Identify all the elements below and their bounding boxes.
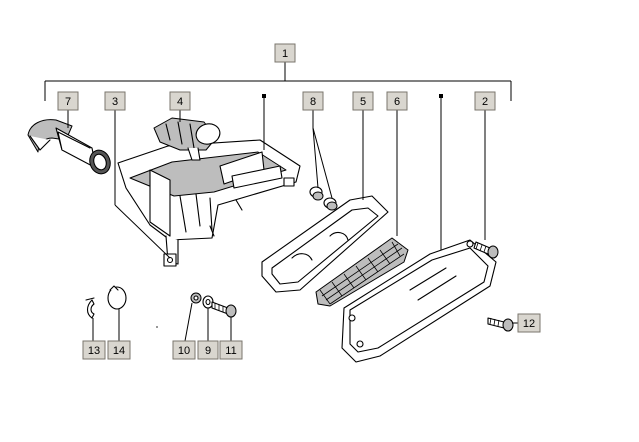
- callout-13[interactable]: 13: [82, 340, 106, 360]
- washer-icon: [202, 295, 214, 341]
- grommet-pair-icon: [309, 110, 338, 211]
- callout-6[interactable]: 6: [386, 91, 408, 111]
- nut-icon: [184, 292, 202, 342]
- callout-7-label: 7: [65, 96, 71, 108]
- callout-14[interactable]: 14: [107, 340, 131, 360]
- callout-6-label: 6: [394, 96, 400, 108]
- filter-cover-icon: [341, 239, 497, 363]
- cover-marker: [439, 94, 443, 256]
- callout-14-label: 14: [113, 345, 125, 357]
- gasket-icon: [261, 110, 389, 293]
- hose-clamp-icon: [107, 285, 127, 341]
- callout-7[interactable]: 7: [57, 91, 79, 111]
- callout-9-label: 9: [205, 345, 211, 357]
- callout-11[interactable]: 11: [219, 340, 243, 360]
- callout-3[interactable]: 3: [104, 91, 126, 111]
- rubber-connector-icon: [153, 110, 221, 161]
- callout-9[interactable]: 9: [197, 340, 219, 360]
- callout-1[interactable]: 1: [274, 43, 296, 63]
- callout-4-label: 4: [177, 96, 183, 108]
- filter-element-icon: [315, 110, 409, 307]
- clip-icon: [85, 297, 95, 341]
- callout-12[interactable]: 12: [517, 313, 541, 333]
- callout-2-label: 2: [482, 96, 488, 108]
- callout-1-label: 1: [282, 48, 288, 60]
- callout-11-label: 11: [225, 345, 236, 357]
- callout-12-label: 12: [523, 318, 535, 330]
- callout-5[interactable]: 5: [352, 91, 374, 111]
- bolt-icon: [211, 301, 237, 341]
- callout-4[interactable]: 4: [169, 91, 191, 111]
- assembly-bracket: [44, 62, 512, 101]
- callout-13-label: 13: [88, 345, 100, 357]
- air-box-housing-icon: [114, 110, 301, 267]
- callout-2[interactable]: 2: [474, 91, 496, 111]
- callout-5-label: 5: [360, 96, 366, 108]
- intake-duct-icon: [27, 110, 111, 175]
- callout-3-label: 3: [112, 96, 118, 108]
- stray-dot: [156, 326, 158, 328]
- screw-icon-12: [487, 317, 518, 332]
- callout-8[interactable]: 8: [302, 91, 324, 111]
- screw-icon: [473, 110, 499, 259]
- callout-8-label: 8: [310, 96, 316, 108]
- housing-marker: [262, 94, 266, 150]
- callout-10-label: 10: [178, 345, 190, 357]
- callout-10[interactable]: 10: [172, 340, 196, 360]
